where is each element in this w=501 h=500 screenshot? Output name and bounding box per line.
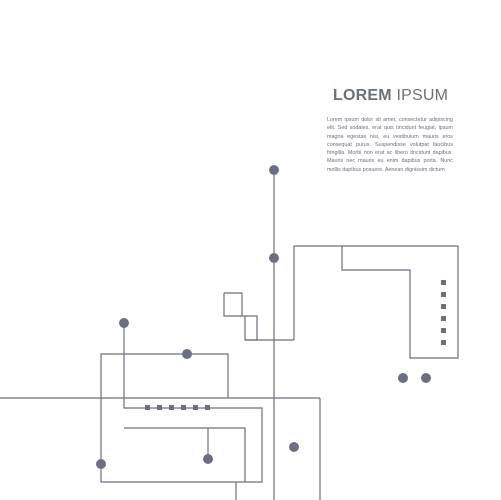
square-dot — [441, 292, 446, 297]
square-dot — [441, 304, 446, 309]
circuit-line — [242, 315, 258, 341]
square-dot — [441, 316, 446, 321]
circuit-node — [289, 442, 299, 452]
circuit-line — [186, 353, 229, 398]
square-dot — [441, 340, 446, 345]
circuit-node — [269, 253, 279, 263]
square-dot — [441, 280, 446, 285]
square-dot — [145, 405, 150, 410]
body-paragraph: Lorem ipsum dolor sit amet, consectetur … — [327, 117, 453, 173]
circuit-line — [223, 292, 243, 317]
circuit-line — [293, 245, 459, 359]
circuit-line — [124, 427, 246, 482]
square-dot — [193, 405, 198, 410]
page-title: LOREM IPSUM — [333, 86, 453, 106]
square-dot — [441, 328, 446, 333]
circuit-node — [119, 318, 129, 328]
circuit-node — [269, 165, 279, 175]
square-dot — [181, 405, 186, 410]
title-light: IPSUM — [396, 87, 449, 104]
title-bold: LOREM — [333, 87, 392, 104]
square-dot — [205, 405, 210, 410]
circuit-node — [96, 459, 106, 469]
square-dot — [169, 405, 174, 410]
square-dot — [157, 405, 162, 410]
circuit-node — [421, 373, 431, 383]
circuit-node — [182, 349, 192, 359]
circuit-node — [398, 373, 408, 383]
circuit-node — [203, 454, 213, 464]
circuit-line — [100, 323, 263, 483]
